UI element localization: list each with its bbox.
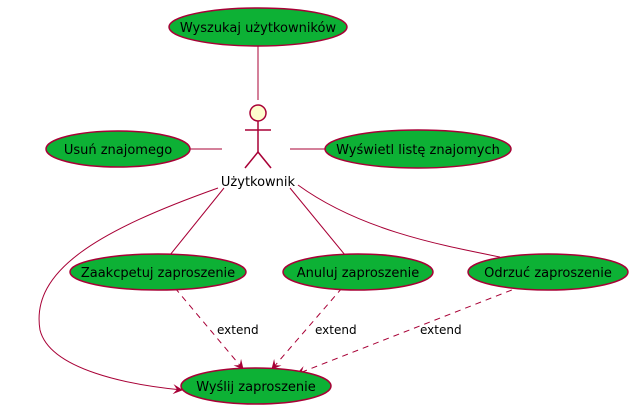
assoc-reject-invite	[297, 184, 501, 258]
actor-uzytkownik[interactable]: Użytkownik	[221, 104, 296, 190]
extend-cancel-to-send	[271, 287, 343, 370]
usecase-shape	[45, 130, 191, 168]
usecase-shape	[282, 253, 434, 291]
usecase-search-users[interactable]: Wyszukaj użytkowników	[168, 7, 348, 47]
usecase-label: Anuluj zaproszenie	[297, 266, 419, 281]
extend-label-reject: extend	[420, 323, 462, 337]
usecase-remove-friend[interactable]: Usuń znajomego	[45, 130, 191, 168]
usecase-label: Wyświetl listę znajomych	[336, 143, 500, 158]
assoc-cancel-invite	[289, 187, 346, 256]
usecase-label: Zaakcpetuj zaproszenie	[81, 266, 235, 281]
extend-label-accept: extend	[217, 323, 259, 337]
usecase-label: Wyślij zaproszenie	[196, 380, 316, 395]
usecase-reject-invite[interactable]: Odrzuć zaproszenie	[467, 253, 629, 291]
usecase-shape	[168, 7, 348, 47]
usecase-shape	[324, 129, 512, 169]
usecase-accept-invite[interactable]: Zaakcpetuj zaproszenie	[69, 253, 247, 291]
usecase-show-friends[interactable]: Wyświetl listę znajomych	[324, 129, 512, 169]
assoc-send-invite	[38, 187, 219, 395]
extend-label-cancel: extend	[315, 323, 357, 337]
usecase-shape	[467, 253, 629, 291]
actor-leg-right	[257, 151, 272, 169]
extend-reject-to-send	[296, 285, 523, 376]
usecase-cancel-invite[interactable]: Anuluj zaproszenie	[282, 253, 434, 291]
usecase-shape	[69, 253, 247, 291]
actor-label: Użytkownik	[221, 175, 296, 190]
actor-leg-left	[244, 151, 259, 169]
usecase-send-invite[interactable]: Wyślij zaproszenie	[180, 367, 332, 405]
extend-accept-to-send	[174, 287, 244, 370]
actor-head	[249, 104, 267, 122]
usecase-label: Odrzuć zaproszenie	[484, 266, 612, 281]
assoc-accept-invite	[169, 187, 225, 256]
usecase-shape	[180, 367, 332, 405]
usecase-label: Usuń znajomego	[64, 143, 172, 158]
usecase-label: Wyszukaj użytkowników	[180, 21, 337, 36]
